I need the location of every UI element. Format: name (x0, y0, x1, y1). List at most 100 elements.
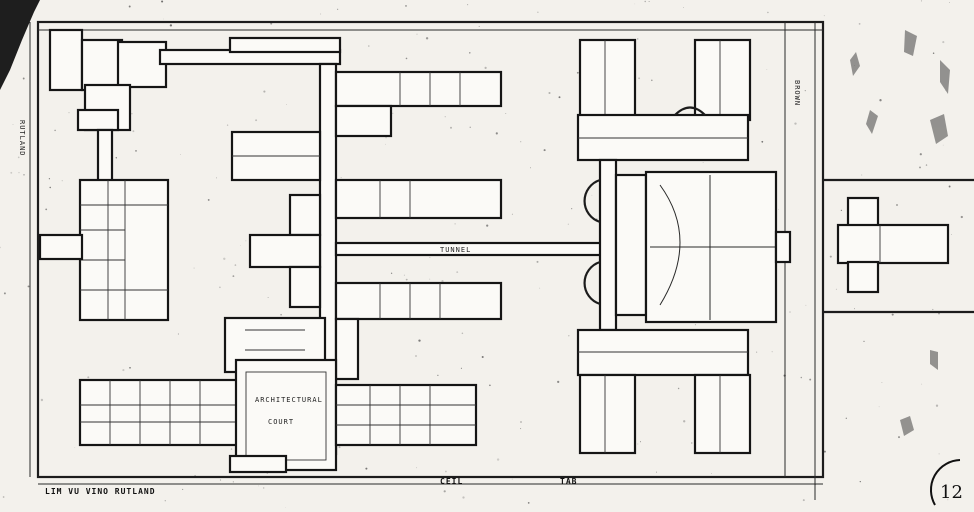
paper-speck (280, 313, 282, 316)
paper-speck (467, 4, 469, 6)
adjacent-building (836, 196, 950, 294)
paper-speck (263, 487, 265, 489)
paper-speck (683, 420, 686, 423)
paper-speck (644, 0, 646, 3)
paper-speck (230, 448, 233, 450)
paper-speck (548, 91, 551, 95)
paper-speck (919, 166, 921, 169)
paper-speck (789, 311, 791, 313)
paper-speck (456, 271, 459, 274)
paper-speck (161, 0, 164, 3)
paper-speck (40, 398, 44, 402)
paper-speck (18, 172, 20, 174)
paper-speck (591, 194, 593, 196)
paper-speck (511, 478, 513, 480)
paper-speck (263, 90, 266, 93)
paper-speck (469, 126, 471, 128)
label-central-court-2: COURT (268, 418, 294, 426)
paper-speck (520, 428, 522, 430)
paper-speck (405, 57, 408, 60)
paper-speck (823, 15, 825, 17)
paper-speck (854, 308, 855, 310)
paper-speck (778, 208, 779, 210)
paper-speck (861, 174, 863, 176)
paper-speck (711, 472, 713, 474)
paper-speck (895, 203, 899, 207)
paper-speck (461, 332, 464, 335)
paper-speck (489, 384, 491, 387)
paper-speck (486, 224, 489, 227)
paper-speck (921, 383, 923, 385)
paper-speck (429, 256, 431, 258)
paper-speck (568, 335, 570, 337)
paper-speck (27, 285, 30, 288)
paper-speck (771, 351, 773, 353)
paper-speck (416, 467, 418, 469)
paper-speck (164, 500, 166, 502)
paper-speck (767, 11, 769, 14)
paper-speck (226, 124, 229, 126)
right-grunge (850, 30, 950, 436)
paper-speck (656, 471, 658, 473)
paper-speck (829, 255, 832, 258)
paper-speck (636, 38, 639, 40)
paper-speck (920, 0, 923, 2)
paper-speck (935, 404, 939, 407)
paper-speck (48, 178, 51, 180)
paper-speck (177, 333, 179, 335)
paper-speck (677, 387, 680, 390)
label-tunnel: TUNNEL (440, 246, 471, 254)
paper-speck (443, 490, 446, 493)
paper-speck (637, 443, 639, 445)
paper-speck (505, 113, 507, 114)
paper-speck (951, 234, 953, 236)
paper-speck (938, 453, 940, 455)
paper-speck (925, 164, 928, 166)
paper-speck (163, 18, 164, 20)
paper-speck (68, 112, 70, 114)
paper-speck (54, 129, 56, 132)
paper-speck (527, 502, 530, 504)
paper-speck (469, 52, 471, 54)
paper-speck (835, 288, 837, 290)
paper-speck (444, 116, 446, 118)
paper-speck (61, 180, 63, 182)
paper-speck (949, 2, 950, 3)
paper-speck (878, 406, 880, 408)
paper-speck (802, 499, 805, 502)
paper-speck (460, 367, 462, 369)
paper-speck (638, 77, 641, 80)
south-building (78, 316, 478, 474)
paper-speck (932, 52, 935, 55)
paper-speck (22, 77, 25, 80)
paper-speck (286, 104, 288, 105)
paper-speck (0, 246, 1, 249)
paper-speck (3, 292, 6, 295)
paper-speck (823, 450, 826, 453)
paper-speck (45, 208, 48, 211)
paper-speck (232, 275, 235, 278)
paper-speck (648, 1, 650, 2)
paper-speck (800, 376, 803, 379)
paper-speck (216, 177, 217, 179)
paper-speck (932, 308, 934, 311)
paper-speck (416, 33, 418, 35)
paper-speck (530, 167, 532, 169)
paper-speck (2, 496, 5, 498)
paper-speck (10, 171, 13, 174)
paper-speck (385, 136, 387, 139)
central-spine (230, 62, 606, 456)
paper-speck (682, 6, 684, 8)
paper-speck (338, 446, 341, 449)
paper-speck (437, 374, 439, 376)
paper-speck (74, 447, 76, 448)
paper-speck (169, 24, 173, 27)
paper-speck (496, 458, 500, 461)
label-bottom-center-2: TAB (560, 477, 577, 486)
paper-speck (285, 506, 286, 508)
label-bottom-left: LIM VU VINO RUTLAND (45, 487, 156, 496)
paper-speck (845, 417, 847, 419)
paper-speck (405, 278, 408, 281)
paper-speck (223, 257, 226, 260)
paper-speck (450, 126, 452, 129)
